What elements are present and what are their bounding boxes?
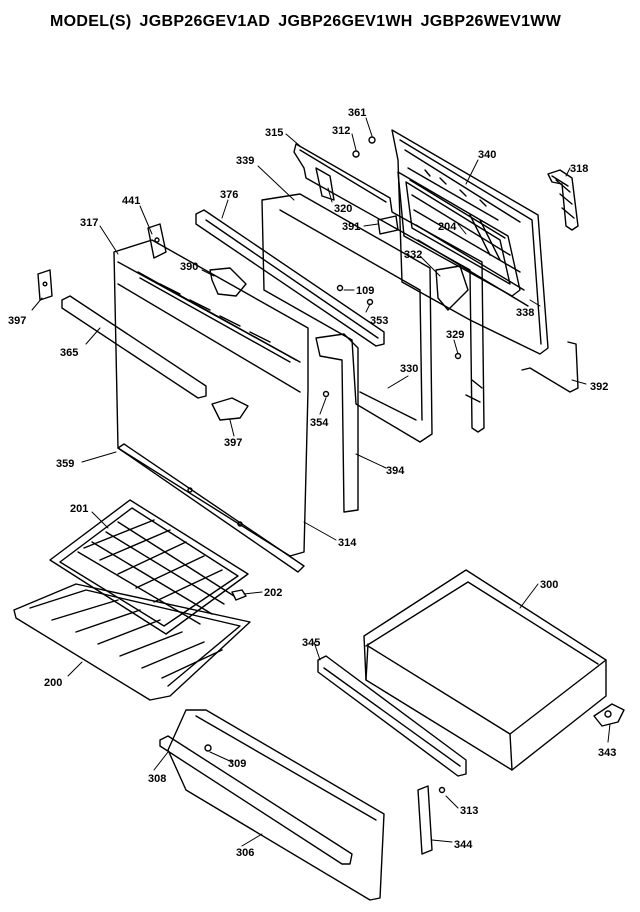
part-label: 318 [570, 163, 588, 175]
part-label: 365 [60, 347, 78, 359]
storage-drawer-drawing [363, 569, 607, 771]
part-label: 353 [370, 315, 388, 327]
oven-door-panel-drawing [113, 239, 309, 557]
part-label: 390 [180, 261, 198, 273]
part-label: 397 [224, 437, 242, 449]
part-label: 329 [446, 329, 464, 341]
drawer-trim-drawing [159, 735, 353, 865]
part-label: 343 [598, 747, 616, 759]
broiler-pan-drawing [49, 499, 249, 635]
oven-rack-drawing [13, 583, 251, 701]
part-label: 202 [264, 587, 282, 599]
part-label: 394 [386, 465, 405, 477]
part-label: 441 [122, 195, 140, 207]
model-number-3: JGBP26WEV1WW [420, 13, 562, 30]
bracket-390-drawing [209, 267, 247, 297]
part-label: 320 [334, 203, 352, 215]
part-label: 391 [342, 221, 360, 233]
model-number-1: JGBP26GEV1AD [139, 13, 271, 30]
hinge-441-drawing [147, 223, 167, 259]
part-label: 201 [70, 503, 88, 515]
top-trim-bar-drawing [195, 209, 385, 347]
part-label: 397 [8, 315, 26, 327]
part-label: 338 [516, 307, 534, 319]
part-label: 376 [220, 189, 238, 201]
drawer-rail-drawing [317, 655, 467, 777]
part-label: 204 [438, 221, 457, 233]
part-label: 340 [478, 149, 496, 161]
clip-202-drawing [231, 589, 247, 601]
window-frame-drawing [397, 171, 521, 297]
part-label: 345 [302, 637, 320, 649]
door-handle-bar-drawing [61, 295, 207, 399]
drawer-front-drawing [167, 709, 385, 901]
door-liner-drawing [261, 193, 433, 443]
door-frame-drawing [293, 143, 485, 433]
part-label: 344 [454, 839, 473, 851]
part-label: 392 [590, 381, 608, 393]
model-title: MODEL(S) JGBP26GEV1AD JGBP26GEV1WH JGBP26WE… [50, 13, 569, 31]
part-label: 332 [404, 249, 422, 261]
drawer-slide-drawing [417, 785, 433, 855]
part-label: 306 [236, 847, 254, 859]
part-label: 315 [265, 127, 283, 139]
part-label: 317 [80, 217, 98, 229]
part-labels: 361 312 315 340 318 339 320 376 441 391 … [8, 107, 616, 859]
hinge-bar-drawing [315, 333, 359, 513]
part-label: 308 [148, 773, 166, 785]
clip-397-door-drawing [211, 397, 249, 421]
part-label: 309 [228, 758, 246, 770]
part-label: 359 [56, 458, 74, 470]
part-label: 361 [348, 107, 366, 119]
part-label: 109 [356, 285, 374, 297]
model-prefix: MODEL(S) [50, 13, 132, 30]
part-label: 314 [338, 537, 357, 549]
clip-397-left-drawing [37, 269, 53, 301]
part-label: 300 [540, 579, 558, 591]
part-label: 330 [400, 363, 418, 375]
part-label: 312 [332, 125, 350, 137]
part-label: 313 [460, 805, 478, 817]
gasket-392-drawing [521, 341, 579, 393]
drawer-roller-drawing [593, 703, 625, 727]
part-label: 354 [310, 417, 329, 429]
model-number-2: JGBP26GEV1WH [278, 13, 413, 30]
leader-lines [31, 117, 611, 847]
part-label: 339 [236, 155, 254, 167]
hinge-strip-359-drawing [117, 443, 305, 573]
bracket-332-drawing [435, 265, 469, 311]
door-handle-right-drawing [547, 169, 579, 231]
part-label: 200 [44, 677, 62, 689]
